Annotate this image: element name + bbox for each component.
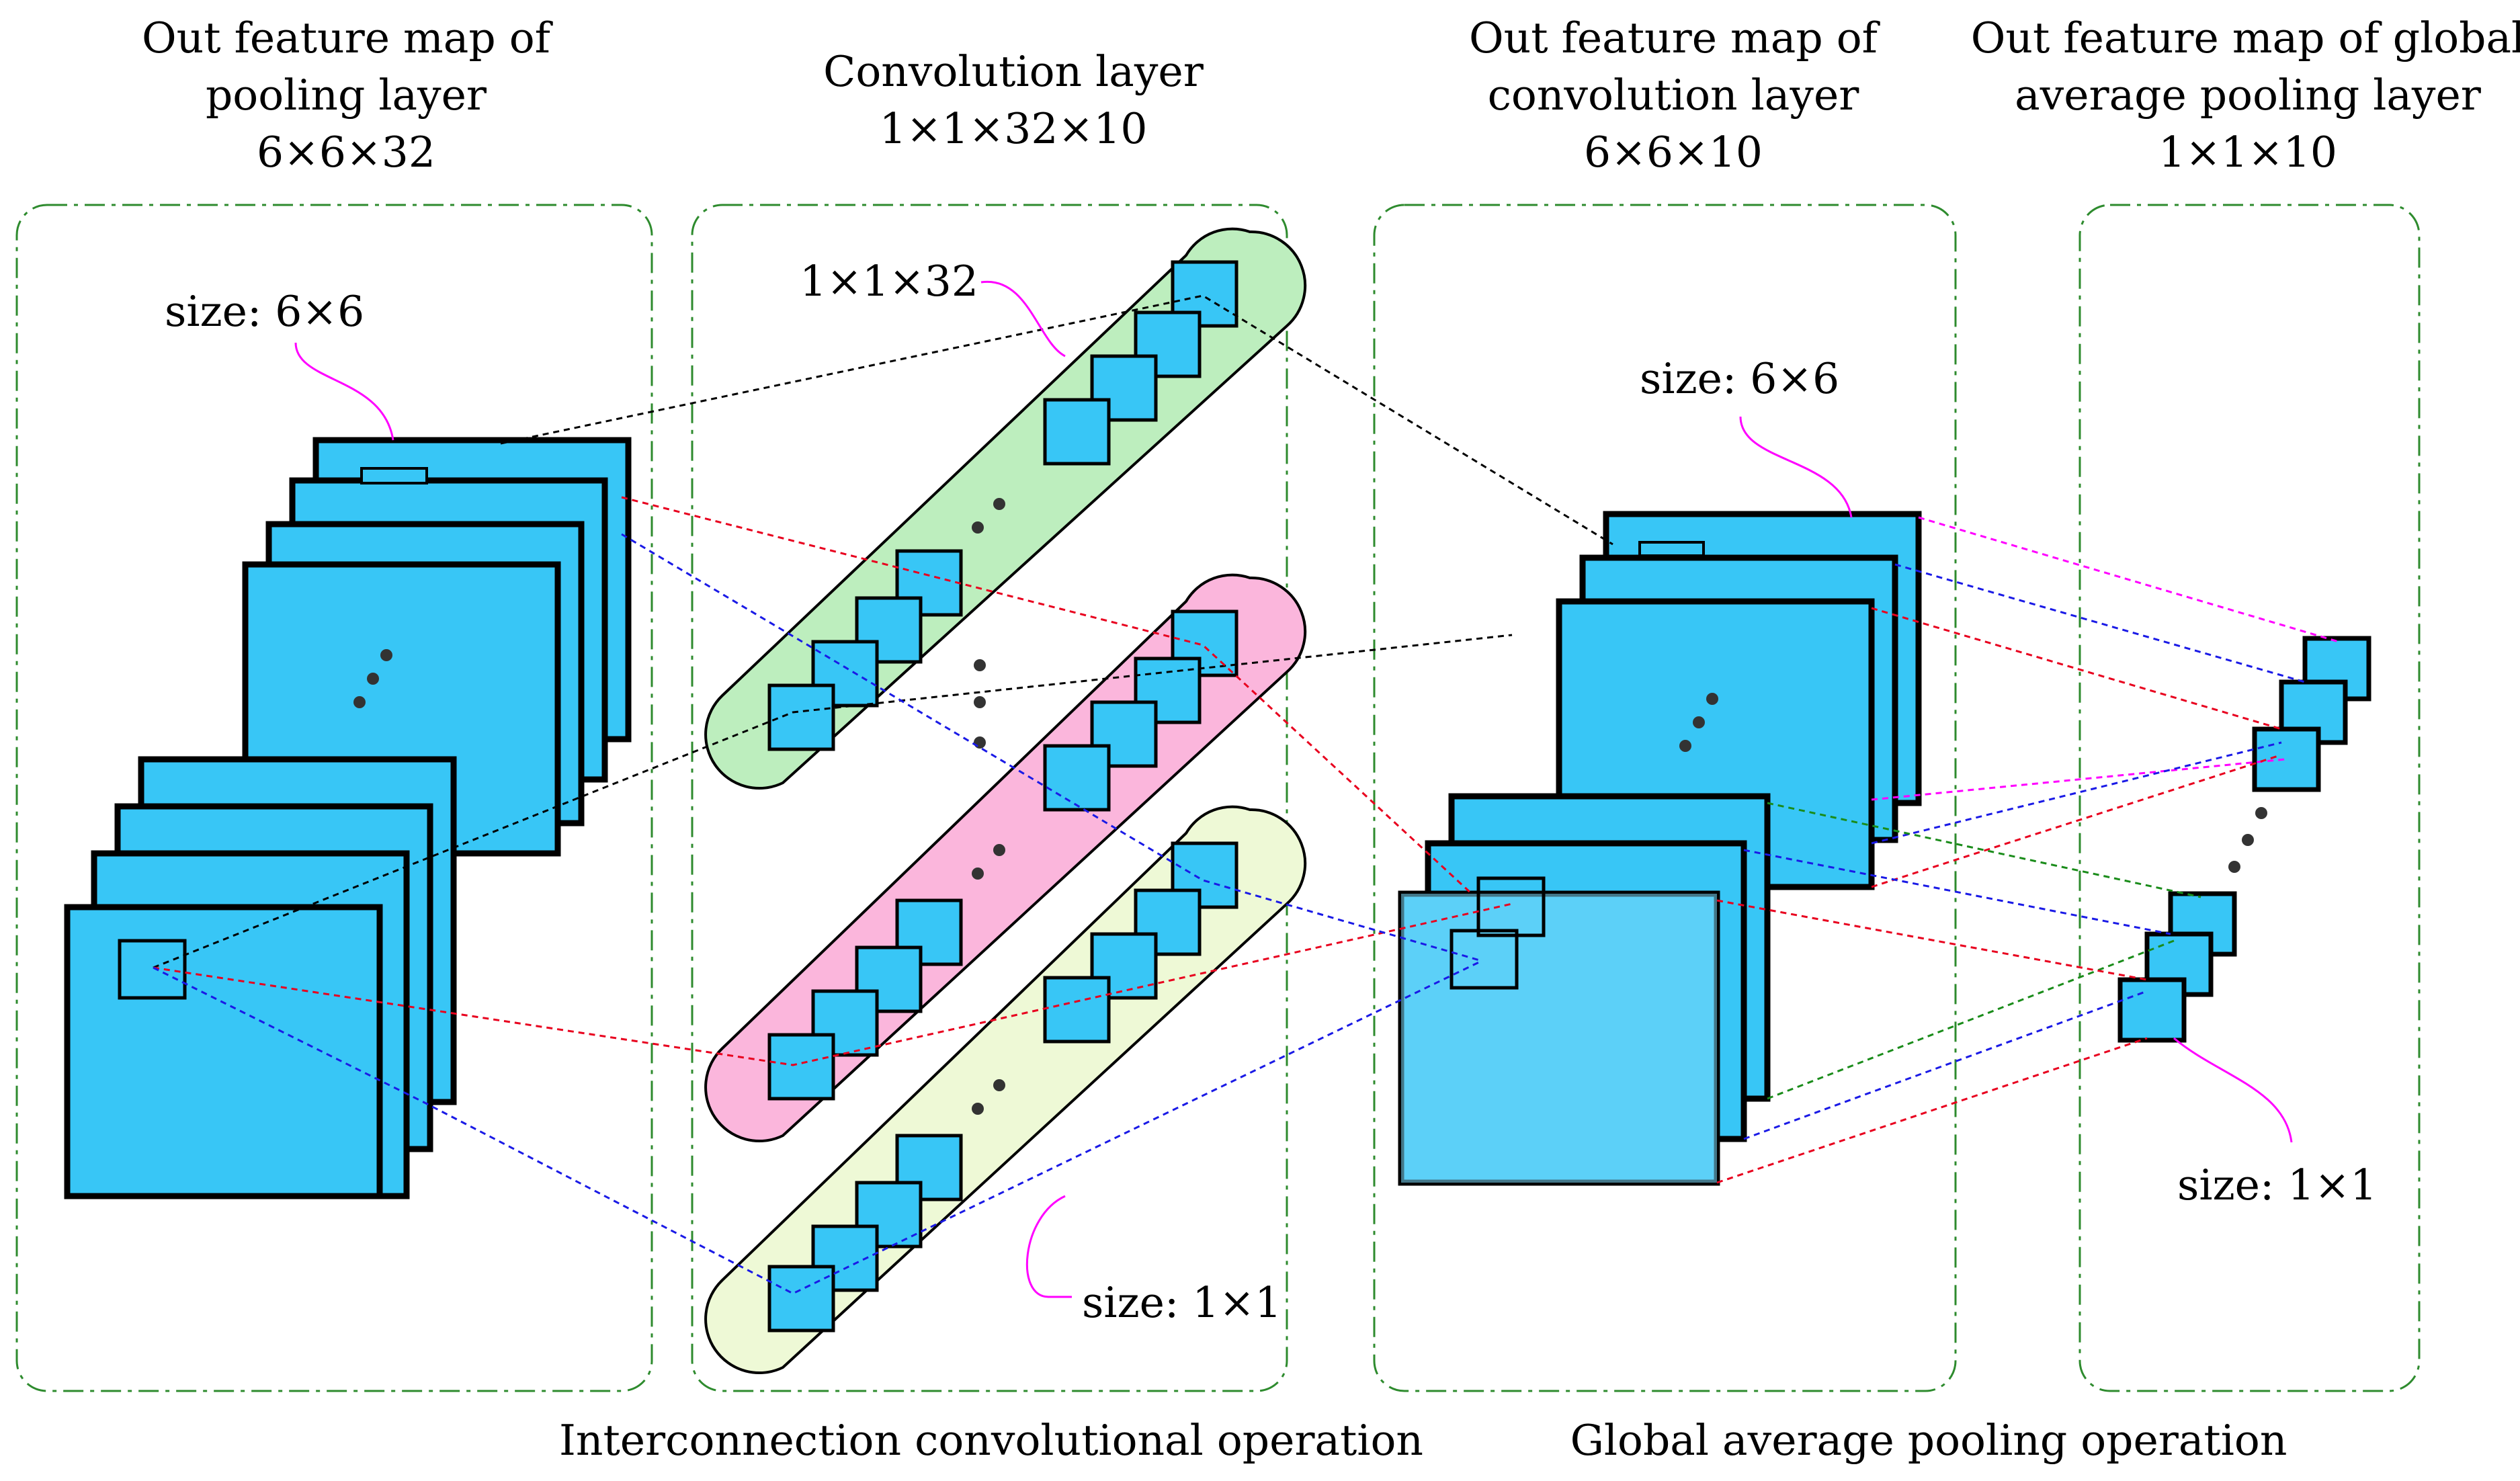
ellipsis-dot — [993, 844, 1005, 856]
connection-line — [1871, 607, 2282, 730]
ellipsis-dot — [2228, 861, 2240, 873]
connection-line — [153, 902, 1513, 1066]
ellipsis-dot — [1679, 740, 1691, 752]
connection-line — [1743, 849, 2171, 935]
connection-line — [1716, 899, 2148, 981]
header-convolution-layer-line1: Convolution layer — [823, 47, 1204, 96]
connection-line — [1767, 802, 2201, 898]
connection-line — [1767, 939, 2175, 1100]
conv-map-tile — [1638, 541, 1705, 557]
kernel-element — [1043, 744, 1111, 812]
leader-line — [1025, 1195, 1072, 1298]
leader-line — [980, 280, 1066, 357]
conv-map-window — [1450, 929, 1519, 990]
kernel-element — [767, 683, 835, 751]
header-gap-output-line3: 1×1×10 — [2158, 128, 2337, 177]
header-conv-output-line1: Out feature map of — [1469, 13, 1881, 62]
ellipsis-dot — [367, 673, 379, 685]
ellipsis-dot — [993, 1079, 1005, 1091]
ellipsis-dot — [974, 659, 986, 671]
connection-line — [1716, 1037, 2148, 1184]
panel-conv-output — [1373, 204, 1957, 1392]
ellipsis-dot — [2242, 834, 2254, 846]
connection-line — [1871, 755, 2279, 888]
connection-line — [621, 496, 1473, 895]
label-gap-size: size: 1×1 — [2177, 1160, 2377, 1210]
pooling-map-window — [118, 939, 187, 1000]
leader-line — [1739, 416, 1853, 518]
header-gap-output: Out feature map of global average poolin… — [1971, 13, 2520, 177]
connection-line — [500, 294, 1613, 546]
panel-pooling-output — [15, 204, 653, 1392]
kernel-element — [1043, 398, 1111, 466]
header-gap-output-line2: average pooling layer — [2015, 71, 2482, 120]
ellipsis-dot — [972, 521, 984, 534]
header-conv-output-line3: 6×6×10 — [1584, 128, 1763, 177]
ellipsis-dot — [1706, 693, 1718, 705]
pooling-feature-map — [64, 904, 383, 1199]
label-conv-size: size: 6×6 — [1640, 354, 1839, 403]
panel-gap-output — [2078, 204, 2421, 1392]
kernel-element — [767, 1033, 835, 1101]
ellipsis-dot — [380, 649, 392, 661]
pooling-map-tile — [360, 467, 428, 484]
leader-line — [294, 342, 394, 441]
header-pooling-output: Out feature map of pooling layer 6×6×32 — [142, 13, 554, 177]
kernel-element — [1171, 841, 1238, 909]
connection-line — [1871, 758, 2285, 801]
caption-global-average-pooling: Global average pooling operation — [1570, 1416, 2287, 1465]
header-conv-output: Out feature map of convolution layer 6×6… — [1469, 13, 1881, 177]
kernel-element — [767, 1265, 835, 1332]
connection-line — [1871, 741, 2282, 845]
ellipsis-dot — [972, 1103, 984, 1115]
connection-line — [1918, 516, 2339, 643]
kernel-element — [811, 989, 879, 1057]
header-pooling-output-line2: pooling layer — [206, 71, 487, 120]
ellipsis-dot — [972, 868, 984, 880]
kernel-element — [811, 640, 879, 708]
header-pooling-output-line1: Out feature map of — [142, 13, 554, 62]
header-convolution-layer-line2: 1×1×32×10 — [880, 104, 1148, 153]
gap-output-cell — [2117, 977, 2187, 1043]
ellipsis-dot — [993, 498, 1005, 510]
ellipsis-dot — [1693, 716, 1705, 728]
leader-line — [2173, 1037, 2293, 1143]
ellipsis-dot — [974, 696, 986, 708]
label-pooling-size: size: 6×6 — [165, 287, 364, 336]
ellipsis-dot — [974, 736, 986, 749]
connection-line — [153, 634, 1513, 969]
conv-feature-map-overlay — [1401, 894, 1717, 1183]
caption-interconnection: Interconnection convolutional operation — [559, 1416, 1423, 1465]
kernel-element — [1171, 609, 1238, 677]
connection-line — [1894, 563, 2306, 683]
header-pooling-output-line3: 6×6×32 — [257, 128, 435, 177]
header-convolution-layer: Convolution layer 1×1×32×10 — [823, 47, 1204, 153]
connection-line — [1743, 990, 2148, 1140]
ellipsis-dot — [353, 696, 366, 708]
label-kernel-shape: 1×1×32 — [800, 257, 978, 306]
header-gap-output-line1: Out feature map of global — [1971, 13, 2520, 62]
gap-output-cell — [2252, 726, 2321, 792]
connection-line — [153, 960, 1482, 1295]
conv-map-window — [1476, 876, 1546, 937]
label-kernel-size: size: 1×1 — [1082, 1278, 1282, 1327]
panel-convolution-layer — [691, 204, 1288, 1392]
ellipsis-dot — [2255, 807, 2267, 819]
kernel-element — [1043, 976, 1111, 1044]
header-conv-output-line2: convolution layer — [1488, 71, 1860, 120]
